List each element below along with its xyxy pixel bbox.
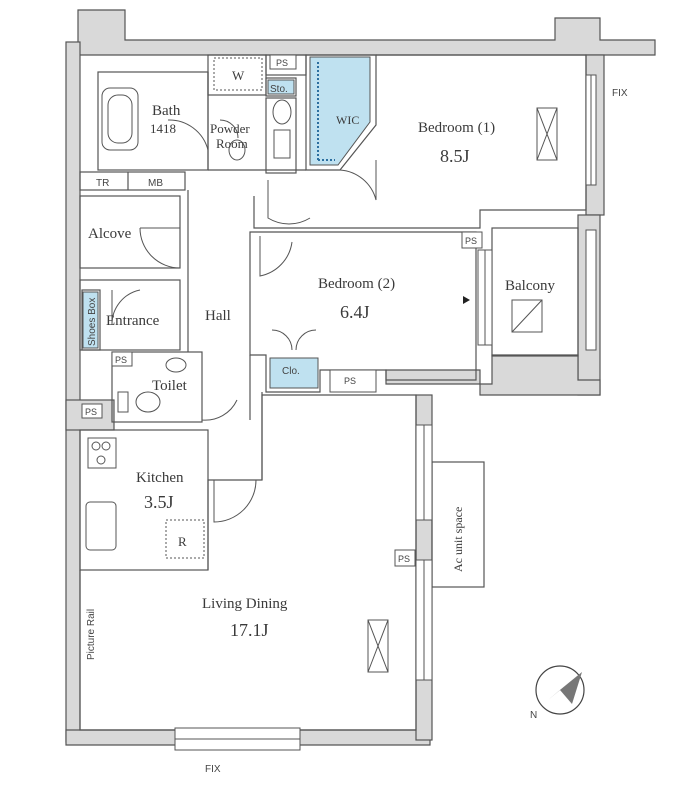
sto-label: Sto.	[270, 84, 288, 95]
doors	[111, 119, 377, 523]
entrance-label: Entrance	[106, 313, 160, 329]
ps-label-6: PS	[398, 554, 410, 564]
bath-label: Bath	[152, 103, 181, 119]
ps-label-5: PS	[85, 407, 97, 417]
wic-label: WIC	[336, 113, 359, 127]
fix-right-label: FIX	[612, 88, 628, 99]
ps-label-1: PS	[276, 58, 288, 68]
storage-fills	[82, 56, 371, 389]
r-label: R	[178, 534, 187, 549]
ps-label-2: PS	[465, 236, 477, 246]
pointer-marker	[463, 296, 470, 304]
powder-room-label-2: Room	[216, 136, 248, 151]
vent-fixtures	[367, 107, 558, 673]
balcony-label: Balcony	[505, 278, 555, 294]
toilet-label: Toilet	[152, 378, 188, 394]
picture-rail-label: Picture Rail	[86, 609, 97, 660]
w-label: W	[232, 68, 245, 83]
powder-room-label-1: Powder	[210, 121, 250, 136]
mb-label: MB	[148, 178, 163, 189]
ac-unit-space-label: Ac unit space	[451, 507, 465, 572]
bedroom2-size: 6.4J	[340, 302, 370, 322]
wic-dotted-rail	[317, 62, 335, 161]
ps-label-4: PS	[115, 355, 127, 365]
fix-bottom-label: FIX	[205, 764, 221, 775]
fix-right-label-text: FIX	[612, 88, 628, 99]
ps-boxes	[81, 54, 483, 567]
tr-label: TR	[96, 178, 109, 189]
bedroom2-label: Bedroom (2)	[318, 276, 395, 292]
bath-size: 1418	[150, 121, 176, 136]
compass-icon: N	[530, 665, 585, 721]
fixtures	[85, 57, 292, 559]
kitchen-size: 3.5J	[144, 492, 174, 512]
ps-label-3: PS	[344, 376, 356, 386]
living-dining-size: 17.1J	[230, 620, 269, 640]
living-dining-label: Living Dining	[202, 596, 288, 612]
clo-label: Clo.	[282, 366, 300, 377]
bedroom1-size: 8.5J	[440, 146, 470, 166]
alcove-label: Alcove	[88, 226, 132, 242]
hall-label: Hall	[205, 308, 231, 324]
compass-north-label: N	[530, 710, 537, 721]
windows	[174, 74, 597, 751]
kitchen-label: Kitchen	[136, 470, 184, 486]
bedroom1-label: Bedroom (1)	[418, 120, 495, 136]
shoes-box-label: Shoes Box	[87, 298, 98, 346]
